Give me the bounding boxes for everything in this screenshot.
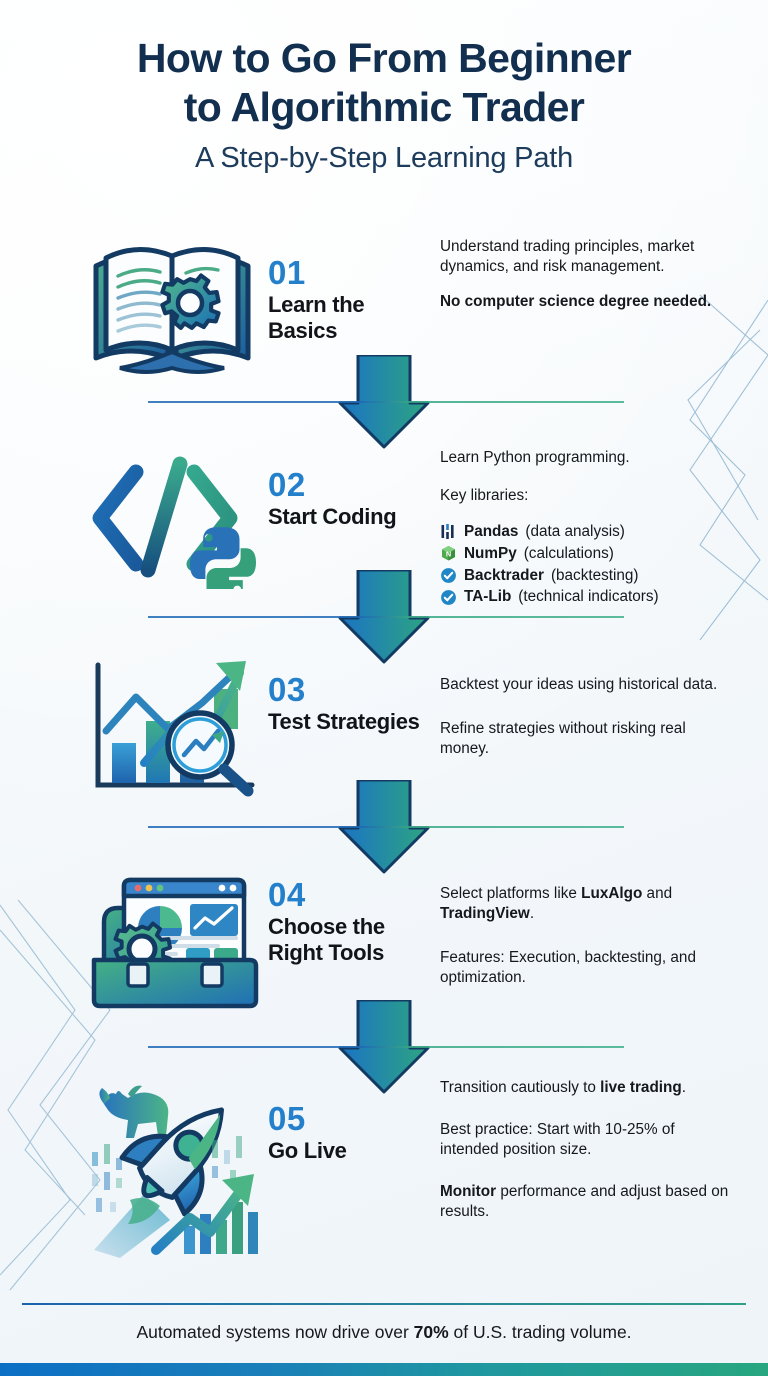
step-03-paragraph-2: Refine strategies without risking real m… — [440, 720, 686, 758]
check-circle-icon — [441, 567, 456, 583]
step-03-paragraph-1: Backtest your ideas using historical dat… — [440, 676, 718, 693]
step-02-number: 02 — [268, 466, 306, 503]
step-01-label: 01 Learn the Basics — [268, 256, 428, 343]
library-desc: (technical indicators) — [518, 588, 659, 606]
emphasis-live-trading: live trading — [600, 1079, 682, 1096]
step-01-body: Understand trading principles, market dy… — [440, 237, 725, 312]
list-item: TA-Lib (technical indicators) — [440, 586, 740, 608]
step-03-number: 03 — [268, 671, 306, 708]
footer-text-before: Automated systems now drive over — [136, 1322, 414, 1342]
pandas-logo-icon — [441, 524, 454, 540]
step-02-body: Learn Python programming. Key libraries:… — [440, 448, 740, 608]
open-book-gear-icon — [84, 232, 260, 382]
library-list: Pandas (data analysis) N NumPy (calculat… — [440, 521, 740, 608]
step-04-body: Select platforms like LuxAlgo and Tradin… — [440, 884, 735, 988]
step-04-label: 04 Choose the Right Tools — [268, 878, 428, 965]
text-run: . — [681, 1079, 686, 1096]
page-subtitle: A Step-by-Step Learning Path — [194, 141, 574, 174]
library-name: Backtrader — [464, 566, 544, 584]
libraries-label: Key libraries: — [440, 487, 529, 505]
text-run: and — [642, 885, 673, 902]
step-05-number: 05 — [268, 1100, 306, 1137]
down-arrow-icon-3 — [338, 778, 430, 874]
step-05-paragraph-1: Transition cautiously to live trading. — [440, 1078, 730, 1098]
check-circle-icon — [441, 589, 456, 605]
text-run: Select platforms like — [440, 885, 582, 902]
step-04-paragraph-1: Select platforms like LuxAlgo and Tradin… — [440, 884, 735, 924]
step-04-heading: Choose the Right Tools — [268, 914, 385, 965]
step-05-body: Transition cautiously to live trading. B… — [440, 1078, 730, 1222]
connector-01-02 — [0, 353, 768, 451]
footer-divider — [22, 1303, 746, 1305]
step-03-body: Backtest your ideas using historical dat… — [440, 675, 730, 759]
step-05-heading: Go Live — [268, 1138, 347, 1163]
code-brackets-python-icon — [84, 454, 260, 600]
text-run: . — [529, 905, 535, 923]
footer-gradient-bar — [0, 1363, 768, 1376]
svg-text:N: N — [446, 550, 451, 559]
step-01-paragraph-1: Understand trading principles, market dy… — [440, 238, 695, 276]
step-02-heading: Start Coding — [268, 504, 397, 529]
divider-line-3 — [148, 826, 624, 828]
library-desc: (calculations) — [523, 544, 614, 562]
step-03-heading: Test Strategies — [268, 709, 420, 734]
step-04-number: 04 — [268, 876, 306, 913]
text-run: performance and adjust based on results. — [440, 1183, 729, 1221]
divider-line-2 — [148, 616, 624, 618]
library-desc: (data analysis) — [525, 523, 625, 541]
emphasis-monitor: Monitor — [440, 1183, 497, 1201]
text-run: Transition cautiously to — [440, 1079, 601, 1096]
step-01-paragraph-2: No computer science degree needed. — [440, 293, 712, 311]
step-03-label: 03 Test Strategies — [268, 673, 428, 735]
step-02-paragraph-1: Learn Python programming. — [440, 449, 630, 466]
connector-03-04 — [0, 778, 768, 876]
page-title-line-2: to Algorithmic Trader — [183, 83, 585, 130]
brand-luxalgo: LuxAlgo — [581, 885, 643, 902]
numpy-logo-icon: N — [442, 546, 455, 561]
page-title-line-1: How to Go From Beginner — [136, 35, 632, 81]
footer-highlight-percent: 70% — [413, 1322, 449, 1342]
library-name: Pandas — [464, 523, 519, 541]
connector-04-05 — [0, 998, 768, 1096]
library-name: NumPy — [464, 544, 517, 562]
toolbox-dashboard-icon — [84, 864, 260, 1014]
step-05-paragraph-2: Best practice: Start with 10-25% of inte… — [440, 1121, 675, 1159]
step-01-number: 01 — [268, 254, 306, 291]
footer-statistic: Automated systems now drive over 70% of … — [0, 1322, 768, 1343]
down-arrow-icon-1 — [338, 353, 430, 449]
library-desc: (backtesting) — [550, 566, 639, 584]
down-arrow-icon-2 — [338, 568, 430, 664]
divider-line-1 — [148, 401, 624, 403]
library-name: TA-Lib — [464, 588, 512, 606]
connector-02-03 — [0, 568, 768, 666]
step-05-label: 05 Go Live — [268, 1102, 428, 1164]
header: How to Go From Beginner to Algorithmic T… — [0, 34, 768, 175]
bar-chart-magnifier-icon — [84, 659, 260, 804]
rocket-bull-chart-icon — [84, 1074, 260, 1264]
list-item: Backtrader (backtesting) — [440, 565, 740, 587]
divider-line-4 — [148, 1046, 624, 1048]
footer-text-after: of U.S. trading volume. — [448, 1322, 632, 1342]
list-item: N NumPy (calculations) — [440, 543, 740, 565]
brand-tradingview: TradingView — [440, 905, 530, 923]
step-04-paragraph-2: Features: Execution, backtesting, and op… — [440, 949, 696, 987]
list-item: Pandas (data analysis) — [440, 521, 740, 543]
step-02-label: 02 Start Coding — [268, 468, 428, 530]
step-01-heading: Learn the Basics — [268, 292, 365, 343]
step-05-paragraph-3: Monitor performance and adjust based on … — [440, 1182, 730, 1222]
